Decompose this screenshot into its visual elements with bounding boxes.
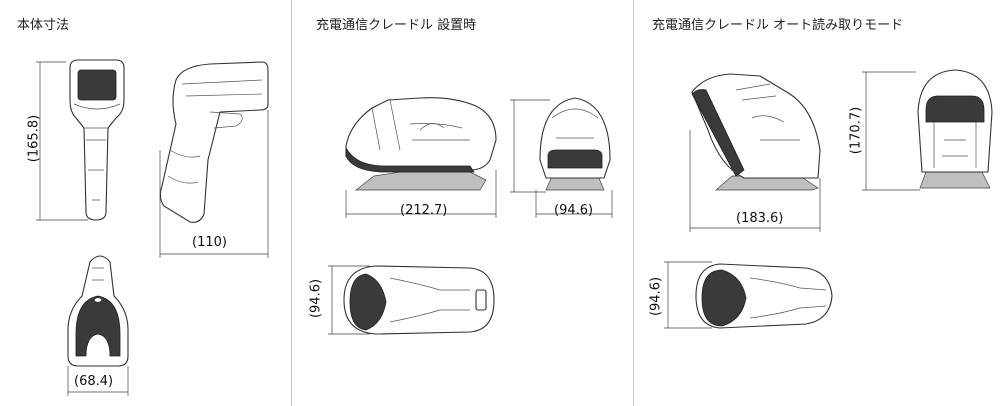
- section-title-cradle-auto-mode: 充電通信クレードル オート読み取りモード: [652, 18, 904, 33]
- dimension-label-auto-depth: (183.6): [736, 211, 784, 226]
- cradle-dimension-lines: [328, 99, 613, 335]
- dimension-label-scanner-depth: (110): [192, 235, 227, 250]
- dimension-label-auto-top-width: (94.6): [648, 276, 664, 317]
- dimension-label-auto-height: (170.7): [848, 106, 864, 155]
- dimension-label-scanner-height: (165.8): [26, 114, 42, 163]
- scanner-side-view: [159, 61, 269, 223]
- dimension-label-cradle-width: (94.6): [554, 203, 594, 218]
- section-divider: [633, 0, 634, 406]
- dimension-label-scanner-width: (68.4): [74, 374, 114, 389]
- dimension-label-cradle-depth: (212.7): [400, 203, 448, 218]
- section-title-body-dimensions: 本体寸法: [17, 18, 70, 33]
- auto-mode-side-view: [691, 73, 821, 191]
- section-divider: [291, 0, 292, 406]
- cradle-side-view: [345, 97, 497, 191]
- scanner-front-view: [69, 59, 125, 221]
- section-title-cradle-installed: 充電通信クレードル 設置時: [316, 18, 477, 33]
- cradle-front-view: [539, 97, 611, 191]
- dimension-label-cradle-top-width: (94.6): [308, 278, 324, 319]
- cradle-top-view: [343, 265, 495, 335]
- auto-mode-top-view: [695, 263, 833, 329]
- scanner-dimension-lines: [36, 61, 269, 396]
- auto-mode-dimension-lines: [664, 71, 920, 329]
- scanner-bottom-view: [67, 255, 129, 367]
- auto-mode-front-view: [917, 69, 993, 189]
